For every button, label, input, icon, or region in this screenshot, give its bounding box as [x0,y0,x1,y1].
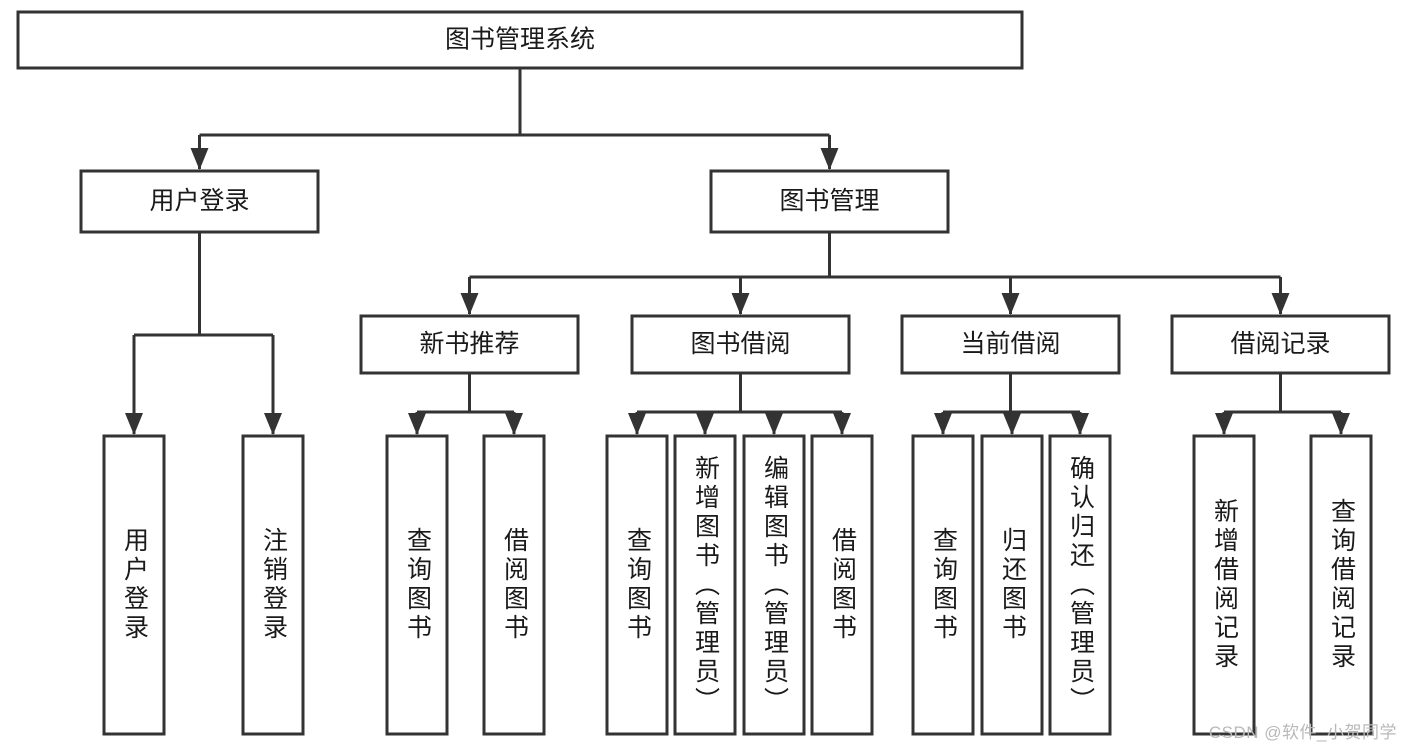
node-book-manage-label: 图书管理 [779,187,879,215]
arrow-current-borrow-to-leaf-query-book-cur [934,413,952,435]
arrow-current-borrow-to-leaf-confirm-return [1071,413,1089,435]
arrow-root-to-user-login [190,148,209,170]
node-leaf-query-book-cur[interactable] [911,434,975,736]
node-leaf-return-book[interactable] [980,434,1044,736]
node-leaf-add-record[interactable] [1192,434,1256,736]
arrow-new-book-rec-to-leaf-query-book-rec [408,413,426,435]
arrow-user-login-to-leaf-user-login [125,413,143,435]
arrow-book-manage-to-borrow-record [1271,293,1290,315]
node-leaf-borrow-book[interactable] [810,434,874,736]
node-borrow-record[interactable] [1170,314,1391,375]
arrow-book-manage-to-current-borrow [1001,293,1020,315]
arrow-current-borrow-to-leaf-return-book [1003,413,1021,435]
node-borrow-record-label: 借阅记录 [1230,330,1330,358]
node-current-borrow-label: 当前借阅 [960,330,1060,358]
arrow-book-borrow-to-leaf-borrow-book [833,413,851,435]
node-leaf-confirm-return[interactable] [1048,434,1112,736]
node-layer [16,10,1391,736]
arrow-borrow-record-to-leaf-query-record [1332,413,1350,435]
node-book-borrow-label: 图书借阅 [690,330,790,358]
arrow-book-manage-to-book-borrow [731,293,750,315]
arrow-book-manage-to-new-book-rec [460,293,479,315]
arrow-book-borrow-to-leaf-edit-book [765,413,783,435]
node-leaf-add-book[interactable] [673,434,737,736]
node-root-label: 图书管理系统 [445,26,595,54]
node-user-login-label: 用户登录 [149,187,249,215]
arrow-borrow-record-to-leaf-add-record [1215,413,1233,435]
node-book-manage[interactable] [709,169,950,234]
node-current-borrow[interactable] [900,314,1121,375]
node-leaf-user-login[interactable] [102,434,166,736]
node-new-book-rec[interactable] [359,314,580,375]
arrow-user-login-to-leaf-logout [264,413,282,435]
node-book-borrow[interactable] [630,314,851,375]
edge-layer [125,68,1350,435]
arrow-book-borrow-to-leaf-query-book-borrow [628,413,646,435]
node-leaf-borrow-book-rec[interactable] [482,434,546,736]
node-leaf-query-book-borrow[interactable] [605,434,669,736]
node-leaf-logout[interactable] [241,434,305,736]
node-leaf-query-book-rec[interactable] [385,434,449,736]
arrow-new-book-rec-to-leaf-borrow-book-rec [505,413,523,435]
watermark-text: CSDN @软件_小贺同学 [1208,723,1397,742]
node-new-book-rec-label: 新书推荐 [419,330,519,358]
node-root[interactable] [16,10,1024,70]
arrow-root-to-book-manage [820,148,839,170]
node-leaf-query-record[interactable] [1309,434,1373,736]
node-leaf-edit-book[interactable] [742,434,806,736]
node-user-login[interactable] [79,169,320,234]
arrow-book-borrow-to-leaf-add-book [696,413,714,435]
